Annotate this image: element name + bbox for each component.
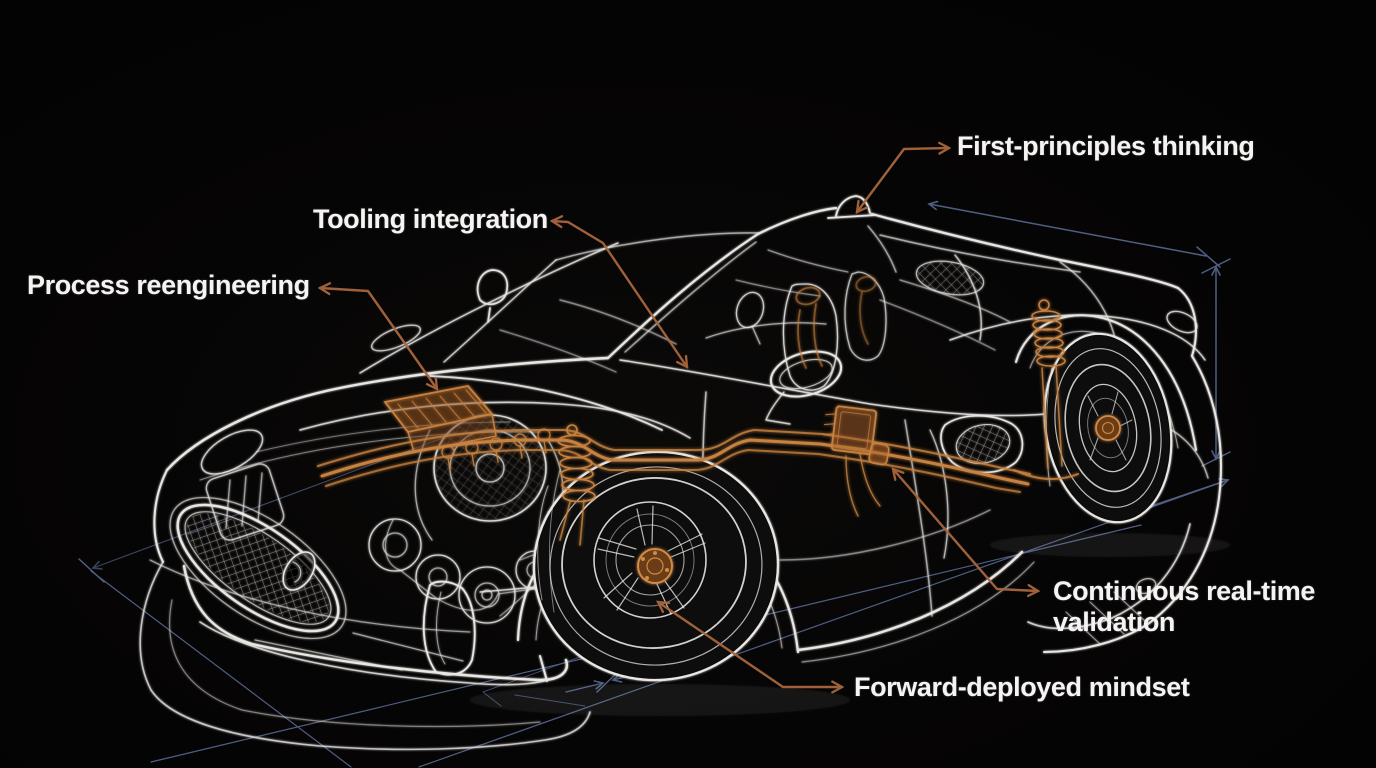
passenger-seat — [844, 271, 887, 361]
label-text: Forward-deployed mindset — [854, 672, 1190, 702]
label-text-line1: Continuous real-time — [1053, 576, 1316, 606]
pulley — [415, 554, 461, 600]
exhaust-tip — [1135, 577, 1157, 595]
dimension-top-diagonal — [927, 200, 1207, 257]
dimension-slash-tick — [78, 558, 105, 583]
front-bumper — [139, 559, 591, 751]
label-text-line2: validation — [1053, 607, 1176, 637]
label-process-reengineering: Process reengineering — [27, 270, 310, 301]
continuous-validation-arrow — [893, 469, 1038, 591]
sensor-pod — [868, 442, 890, 466]
orange-components — [316, 275, 1121, 584]
tooling-integration-arrow — [552, 221, 687, 367]
grille-mesh — [186, 513, 330, 623]
label-continuous-validation: Continuous real-time validation — [1053, 576, 1315, 638]
side-mirror — [476, 269, 843, 425]
dimension-slash-tick — [1196, 246, 1221, 268]
ecu-pipes — [845, 453, 881, 517]
dimension-baseline-arrow — [565, 680, 605, 693]
floor-glow — [470, 684, 850, 716]
wheel-spokes — [1087, 391, 1133, 461]
steering-wheel — [735, 291, 765, 329]
splitter-vane — [422, 580, 476, 676]
rear-deck-mesh — [915, 260, 985, 296]
pulley — [368, 518, 422, 572]
far-mirror — [476, 269, 509, 323]
forward-deployed-arrow — [658, 602, 842, 687]
diffuser — [1065, 591, 1147, 645]
rear-coil-spring — [1013, 299, 1079, 480]
front-wheel-hub — [637, 548, 673, 584]
label-text: First-principles thinking — [957, 131, 1255, 161]
far-side-lines — [359, 232, 761, 374]
label-tooling-integration: Tooling integration — [313, 204, 548, 235]
dimension-corner-line-down — [90, 570, 352, 768]
grille-badge — [282, 551, 316, 591]
ecu-box — [822, 405, 878, 456]
annotation-arrows — [320, 148, 1038, 687]
rear-wheel-hub — [1095, 415, 1121, 441]
first-principles-arrow — [857, 148, 949, 212]
floor-glow — [990, 533, 1230, 557]
label-forward-deployed: Forward-deployed mindset — [854, 672, 1190, 703]
side-intake — [929, 310, 1198, 645]
pulley — [458, 566, 516, 624]
dimension-slash-tick — [1201, 258, 1231, 274]
dimension-slash-tick — [1201, 451, 1231, 467]
label-text: Tooling integration — [313, 204, 548, 234]
process-reengineering-arrow — [320, 288, 437, 389]
far-headlight — [370, 324, 422, 352]
label-text: Process reengineering — [27, 270, 310, 300]
intake-manifold — [383, 385, 497, 453]
grille — [169, 496, 347, 640]
cockpit — [705, 249, 985, 391]
taillight — [1166, 310, 1198, 334]
wiring-harness — [316, 428, 1032, 494]
label-first-principles: First-principles thinking — [957, 131, 1255, 162]
seat-frames — [795, 275, 877, 369]
driver-seat — [782, 283, 839, 391]
